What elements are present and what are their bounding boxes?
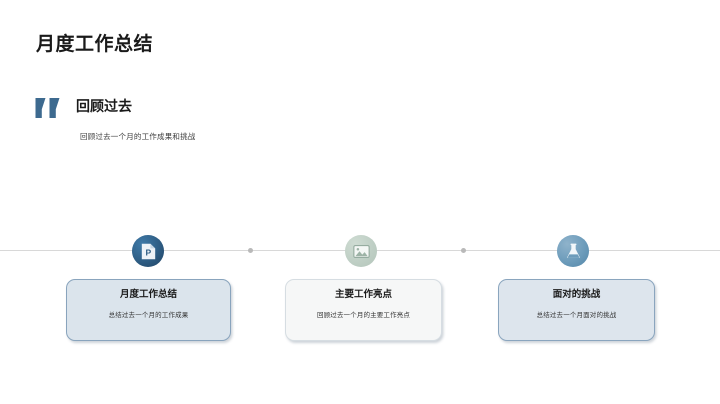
section-subtitle: 回顾过去一个月的工作成果和挑战 [80, 132, 196, 141]
card-description: 总结过去一个月的工作成果 [108, 312, 189, 320]
powerpoint-file-icon: P [141, 243, 156, 260]
card-title: 主要工作亮点 [334, 289, 392, 300]
image-picture-icon [352, 244, 370, 259]
card-title: 面对的挑战 [552, 289, 601, 300]
flask-beaker-icon [566, 243, 581, 260]
timeline-card-1[interactable]: 月度工作总结 总结过去一个月的工作成果 [66, 279, 231, 341]
timeline-node-3[interactable] [557, 235, 589, 267]
quote-mark-icon [34, 96, 64, 120]
card-title: 月度工作总结 [119, 289, 177, 300]
timeline-card-3[interactable]: 面对的挑战 总结过去一个月面对的挑战 [498, 279, 655, 341]
section-heading: 回顾过去 [76, 98, 132, 114]
card-description: 总结过去一个月面对的挑战 [536, 312, 617, 320]
card-description: 回顾过去一个月的主要工作亮点 [316, 312, 411, 320]
timeline-card-2[interactable]: 主要工作亮点 回顾过去一个月的主要工作亮点 [285, 279, 442, 341]
timeline-node-1[interactable]: P [132, 235, 164, 267]
timeline-connector-dot [461, 248, 466, 253]
timeline-connector-dot [248, 248, 253, 253]
page-title: 月度工作总结 [36, 34, 154, 55]
svg-text:P: P [145, 247, 151, 257]
timeline-node-2[interactable] [345, 235, 377, 267]
